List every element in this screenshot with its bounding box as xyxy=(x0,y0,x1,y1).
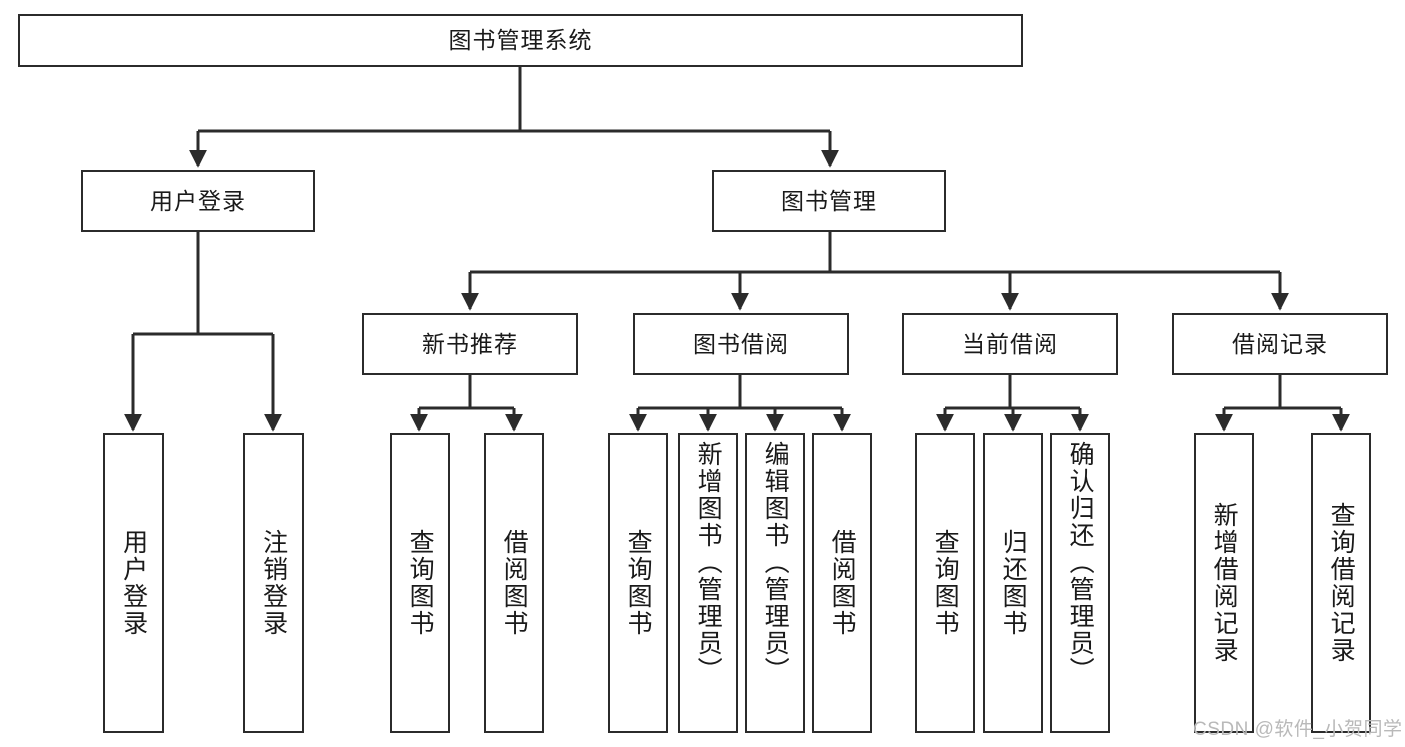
node-leaf-return-book[interactable]: 归还图书 xyxy=(983,433,1043,733)
node-leaf-edit-book[interactable]: 编辑图书（管理员） xyxy=(745,433,805,733)
node-root-label: 图书管理系统 xyxy=(448,27,593,54)
node-leaf-add-book-label: 新增图书（管理员） xyxy=(694,441,723,684)
node-current-borrow[interactable]: 当前借阅 xyxy=(902,313,1118,375)
node-leaf-borrow-book-1[interactable]: 借阅图书 xyxy=(484,433,544,733)
node-leaf-user-logout-label: 注销登录 xyxy=(259,529,288,637)
node-leaf-add-record[interactable]: 新增借阅记录 xyxy=(1194,433,1254,733)
node-leaf-user-login[interactable]: 用户登录 xyxy=(103,433,164,733)
node-leaf-confirm-return-label: 确认归还（管理员） xyxy=(1066,441,1095,684)
node-new-book-recommend[interactable]: 新书推荐 xyxy=(362,313,578,375)
node-leaf-query-book-3[interactable]: 查询图书 xyxy=(915,433,975,733)
node-current-borrow-label: 当前借阅 xyxy=(962,330,1058,357)
node-leaf-return-book-label: 归还图书 xyxy=(999,529,1028,637)
node-book-borrow[interactable]: 图书借阅 xyxy=(633,313,849,375)
node-leaf-query-record-label: 查询借阅记录 xyxy=(1327,502,1356,664)
node-leaf-borrow-book-2-label: 借阅图书 xyxy=(828,529,857,637)
node-leaf-query-book-1[interactable]: 查询图书 xyxy=(390,433,450,733)
node-leaf-query-book-1-label: 查询图书 xyxy=(406,529,435,637)
node-root[interactable]: 图书管理系统 xyxy=(18,14,1023,67)
node-leaf-borrow-book-2[interactable]: 借阅图书 xyxy=(812,433,872,733)
node-user-login-label: 用户登录 xyxy=(150,187,246,214)
node-borrow-record[interactable]: 借阅记录 xyxy=(1172,313,1388,375)
node-leaf-confirm-return[interactable]: 确认归还（管理员） xyxy=(1050,433,1110,733)
node-leaf-query-book-2-label: 查询图书 xyxy=(624,529,653,637)
csdn-watermark: CSDN @软件_小贺同学 xyxy=(1193,719,1403,740)
node-leaf-query-book-2[interactable]: 查询图书 xyxy=(608,433,668,733)
node-leaf-add-record-label: 新增借阅记录 xyxy=(1210,502,1239,664)
node-new-book-recommend-label: 新书推荐 xyxy=(422,330,518,357)
node-book-manage[interactable]: 图书管理 xyxy=(712,170,946,232)
node-leaf-edit-book-label: 编辑图书（管理员） xyxy=(761,441,790,684)
node-leaf-borrow-book-1-label: 借阅图书 xyxy=(500,529,529,637)
node-leaf-user-logout[interactable]: 注销登录 xyxy=(243,433,304,733)
node-leaf-add-book[interactable]: 新增图书（管理员） xyxy=(678,433,738,733)
node-user-login[interactable]: 用户登录 xyxy=(81,170,315,232)
node-leaf-query-record[interactable]: 查询借阅记录 xyxy=(1311,433,1371,733)
node-leaf-query-book-3-label: 查询图书 xyxy=(931,529,960,637)
node-book-manage-label: 图书管理 xyxy=(781,187,877,214)
node-book-borrow-label: 图书借阅 xyxy=(693,330,789,357)
node-borrow-record-label: 借阅记录 xyxy=(1232,330,1328,357)
node-leaf-user-login-label: 用户登录 xyxy=(119,529,148,637)
